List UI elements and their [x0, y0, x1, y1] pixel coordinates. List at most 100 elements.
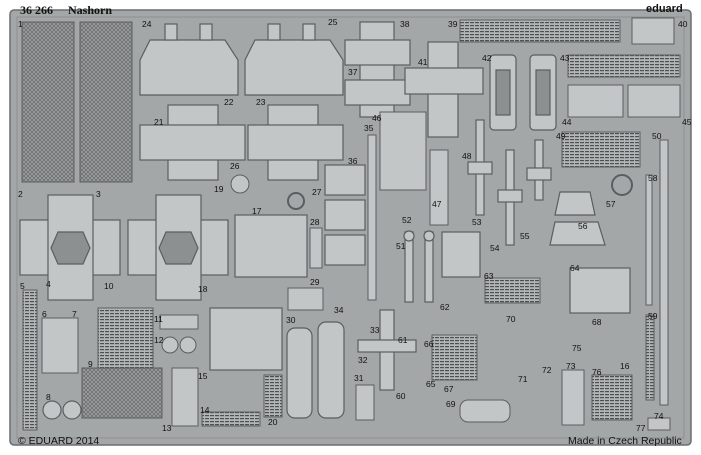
part-number-19: 19	[214, 184, 224, 194]
part-number-60: 60	[396, 391, 406, 401]
part-number-21: 21	[154, 117, 164, 127]
part-52	[403, 230, 435, 303]
part-number-66: 66	[424, 339, 434, 349]
part-33	[357, 309, 417, 391]
sheet-name: Nashorn	[68, 3, 113, 17]
part-number-22: 22	[224, 97, 234, 107]
part-number-17: 17	[252, 206, 262, 216]
part-26	[230, 174, 250, 194]
part-number-1: 1	[18, 19, 23, 29]
part-number-48: 48	[462, 151, 472, 161]
part-number-32: 32	[358, 355, 368, 365]
part-number-16: 16	[620, 361, 630, 371]
part-number-49: 49	[556, 131, 566, 141]
part-63	[484, 277, 541, 304]
part-48	[467, 119, 552, 246]
part-57	[611, 174, 633, 196]
part-13	[171, 367, 199, 427]
part-number-2: 2	[18, 189, 23, 199]
part-number-45: 45	[682, 117, 692, 127]
part-number-55: 55	[520, 231, 530, 241]
part-44	[567, 84, 624, 118]
part-35	[367, 134, 377, 301]
part-number-3: 3	[96, 189, 101, 199]
part-number-38: 38	[400, 19, 410, 29]
part-number-4: 4	[46, 279, 51, 289]
part-number-20: 20	[268, 417, 278, 427]
part-number-29: 29	[310, 277, 320, 287]
part-56	[549, 191, 606, 246]
part-number-57: 57	[606, 199, 616, 209]
part-number-40: 40	[678, 19, 688, 29]
part-41	[404, 41, 484, 138]
part-number-34: 34	[334, 305, 344, 315]
part-number-6: 6	[42, 309, 47, 319]
part-number-51: 51	[396, 241, 406, 251]
part-number-52: 52	[402, 215, 412, 225]
part-5	[22, 289, 38, 431]
part-37	[344, 21, 411, 118]
part-47	[429, 149, 449, 226]
part-46	[379, 111, 427, 191]
part-number-72: 72	[542, 365, 552, 375]
part-number-43: 43	[560, 53, 570, 63]
part-number-25: 25	[328, 17, 338, 27]
part-4-left	[19, 194, 121, 301]
grille-right	[79, 21, 133, 183]
part-number-24: 24	[142, 19, 152, 29]
part-42	[489, 54, 557, 131]
part-number-13: 13	[162, 423, 172, 433]
sheet-code: 36 266	[20, 3, 53, 17]
part-9-upper	[97, 307, 154, 369]
part-12	[161, 336, 197, 354]
part-number-65: 65	[426, 379, 436, 389]
part-number-58: 58	[648, 173, 658, 183]
brand-logo: eduard	[646, 3, 683, 15]
part-9-lower	[81, 367, 163, 419]
part-76	[591, 374, 633, 421]
part-number-33: 33	[370, 325, 380, 335]
part-43	[567, 54, 681, 78]
part-number-53: 53	[472, 217, 482, 227]
copyright: © EDUARD 2014	[18, 435, 100, 447]
part-21-left	[139, 104, 246, 181]
part-74	[647, 417, 671, 431]
part-69	[459, 399, 511, 423]
part-58	[645, 174, 653, 306]
part-number-37: 37	[348, 67, 358, 77]
part-number-12: 12	[154, 335, 164, 345]
part-59	[645, 314, 655, 401]
part-number-23: 23	[256, 97, 266, 107]
part-number-27: 27	[312, 187, 322, 197]
part-number-61: 61	[398, 335, 408, 345]
part-22	[139, 23, 239, 96]
part-21-right	[247, 104, 344, 181]
part-17-a	[234, 214, 308, 278]
part-number-26: 26	[230, 161, 240, 171]
part-number-35: 35	[364, 123, 374, 133]
part-11	[159, 314, 199, 330]
part-27	[287, 192, 305, 210]
part-6	[41, 317, 79, 374]
part-28	[309, 227, 323, 269]
part-number-71: 71	[518, 374, 528, 384]
part-39	[459, 19, 621, 43]
part-number-50: 50	[652, 131, 662, 141]
part-number-75: 75	[572, 343, 582, 353]
part-number-15: 15	[198, 371, 208, 381]
part-number-76: 76	[592, 367, 602, 377]
part-number-18: 18	[198, 284, 208, 294]
part-number-42: 42	[482, 53, 492, 63]
part-number-36: 36	[348, 156, 358, 166]
part-53	[441, 231, 481, 278]
part-number-10: 10	[104, 281, 114, 291]
part-number-14: 14	[200, 405, 210, 415]
part-number-63: 63	[484, 271, 494, 281]
part-number-41: 41	[418, 57, 428, 67]
part-number-69: 69	[446, 399, 456, 409]
part-14	[201, 411, 261, 427]
grille-left	[21, 21, 75, 183]
part-number-70: 70	[506, 314, 516, 324]
